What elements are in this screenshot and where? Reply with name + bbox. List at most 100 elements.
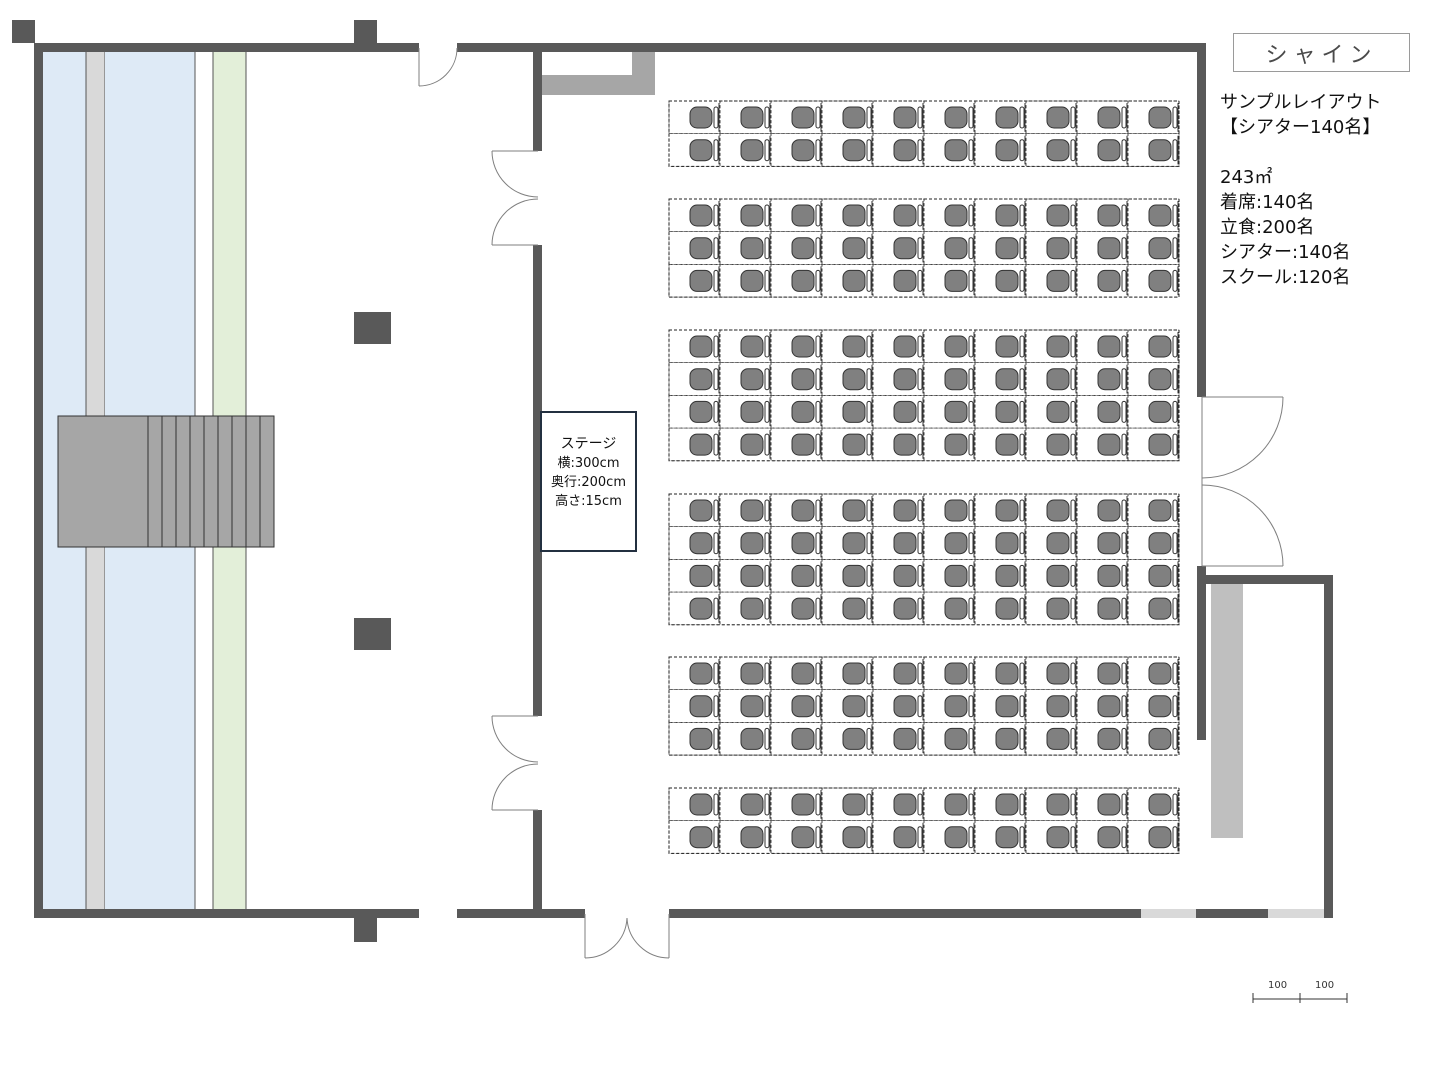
chair <box>923 591 976 626</box>
chair <box>668 722 721 756</box>
chair <box>1127 820 1180 854</box>
chair <box>668 591 721 626</box>
chair <box>770 722 823 756</box>
chair <box>668 689 721 723</box>
chair <box>1076 362 1129 396</box>
chair <box>1025 231 1078 265</box>
chair <box>872 787 925 822</box>
chair <box>1076 689 1129 723</box>
chair <box>872 820 925 854</box>
chair <box>923 559 976 593</box>
chair <box>1025 264 1078 298</box>
chair <box>974 656 1027 691</box>
chair <box>719 264 772 298</box>
chair <box>770 362 823 396</box>
chair <box>1127 656 1180 691</box>
chair <box>1025 493 1078 528</box>
chair <box>1025 100 1078 135</box>
chair <box>1076 395 1129 429</box>
chair <box>668 231 721 265</box>
chair <box>1076 264 1129 298</box>
chair <box>719 493 772 528</box>
chair <box>719 198 772 233</box>
chair <box>923 526 976 560</box>
pillar-bottom <box>354 918 377 942</box>
chair <box>668 559 721 593</box>
chair <box>923 329 976 364</box>
scale-label-left: 100 <box>1268 980 1288 991</box>
chair <box>668 787 721 822</box>
chair <box>1127 689 1180 723</box>
chair <box>821 231 874 265</box>
chair <box>872 395 925 429</box>
chair <box>1076 493 1129 528</box>
chair <box>872 264 925 298</box>
chair <box>974 231 1027 265</box>
chair <box>668 198 721 233</box>
doors <box>418 47 1284 959</box>
chair <box>923 231 976 265</box>
chair <box>974 264 1027 298</box>
chair <box>1025 591 1078 626</box>
chair <box>821 559 874 593</box>
stair-tread <box>259 415 275 548</box>
chair <box>770 493 823 528</box>
chair <box>770 689 823 723</box>
chair <box>1127 231 1180 265</box>
window-bottom-1 <box>1141 909 1196 918</box>
chair <box>821 787 874 822</box>
chair <box>1025 689 1078 723</box>
chair <box>974 559 1027 593</box>
chair <box>821 362 874 396</box>
chair <box>1076 198 1129 233</box>
stair-tread <box>245 415 261 548</box>
side-room-right <box>1324 575 1333 918</box>
door-right <box>1201 396 1284 567</box>
side-room-top <box>1197 575 1333 584</box>
chair <box>1025 526 1078 560</box>
chair <box>1025 820 1078 854</box>
chair <box>974 198 1027 233</box>
chair <box>1025 427 1078 462</box>
chair <box>719 689 772 723</box>
chair <box>923 689 976 723</box>
chair <box>872 689 925 723</box>
seating-layout <box>668 100 1180 854</box>
chair <box>668 100 721 135</box>
chair <box>974 395 1027 429</box>
chair <box>821 264 874 298</box>
chair <box>1076 559 1129 593</box>
chair <box>923 820 976 854</box>
stair-tread <box>161 415 177 548</box>
chair <box>719 787 772 822</box>
stage-title: ステージ <box>560 436 617 452</box>
chair <box>1076 722 1129 756</box>
corner-post-tl <box>12 20 35 43</box>
chair <box>1025 198 1078 233</box>
chair <box>770 231 823 265</box>
wall-bottom-left <box>34 909 419 918</box>
chair <box>1127 787 1180 822</box>
chair <box>668 329 721 364</box>
brand-title: シャイン <box>1233 33 1410 72</box>
chair <box>770 395 823 429</box>
chair <box>974 133 1027 167</box>
chair <box>974 427 1027 462</box>
chair <box>1127 362 1180 396</box>
chair <box>770 656 823 691</box>
partition-1 <box>533 48 542 151</box>
chair <box>821 526 874 560</box>
chair <box>974 820 1027 854</box>
chair <box>1127 133 1180 167</box>
chair <box>1076 787 1129 822</box>
chair <box>821 427 874 462</box>
chair <box>719 329 772 364</box>
chair <box>821 395 874 429</box>
chair <box>1076 820 1129 854</box>
chair <box>1076 656 1129 691</box>
chair <box>923 493 976 528</box>
chair <box>1076 591 1129 626</box>
window-bottom-2 <box>1268 909 1324 918</box>
chair <box>1127 493 1180 528</box>
